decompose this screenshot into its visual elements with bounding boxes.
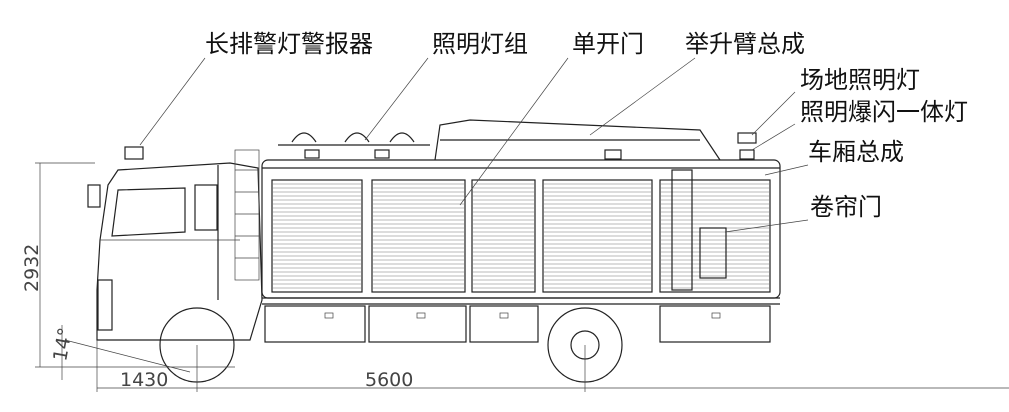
label-light-group: 照明灯组 bbox=[432, 30, 528, 58]
dim-height: 2932 bbox=[21, 244, 43, 292]
label-lift-arm: 举升臂总成 bbox=[685, 30, 805, 58]
cab bbox=[87, 146, 263, 341]
roller-doors bbox=[271, 179, 771, 293]
site-light bbox=[737, 132, 757, 144]
label-warning-light: 长排警灯警报器 bbox=[205, 30, 373, 58]
label-site-light: 场地照明灯 bbox=[800, 66, 920, 94]
dim-approach-angle: 14° bbox=[49, 326, 77, 363]
label-single-door: 单开门 bbox=[572, 30, 644, 58]
label-roller-door: 卷帘门 bbox=[810, 193, 882, 221]
toolboxes bbox=[264, 305, 771, 343]
body-assembly bbox=[261, 159, 781, 305]
label-strobe-light: 照明爆闪一体灯 bbox=[800, 98, 968, 126]
label-body-assembly: 车厢总成 bbox=[808, 138, 904, 166]
leader-lines bbox=[139, 57, 809, 233]
dimension-lines bbox=[35, 162, 1009, 392]
dim-front-overhang: 1430 bbox=[120, 369, 168, 391]
dim-wheelbase: 5600 bbox=[365, 369, 413, 391]
roof-equipment bbox=[278, 119, 757, 291]
crane-column bbox=[671, 169, 693, 291]
strobe-light bbox=[739, 149, 755, 160]
warning-light-bar bbox=[124, 146, 144, 160]
